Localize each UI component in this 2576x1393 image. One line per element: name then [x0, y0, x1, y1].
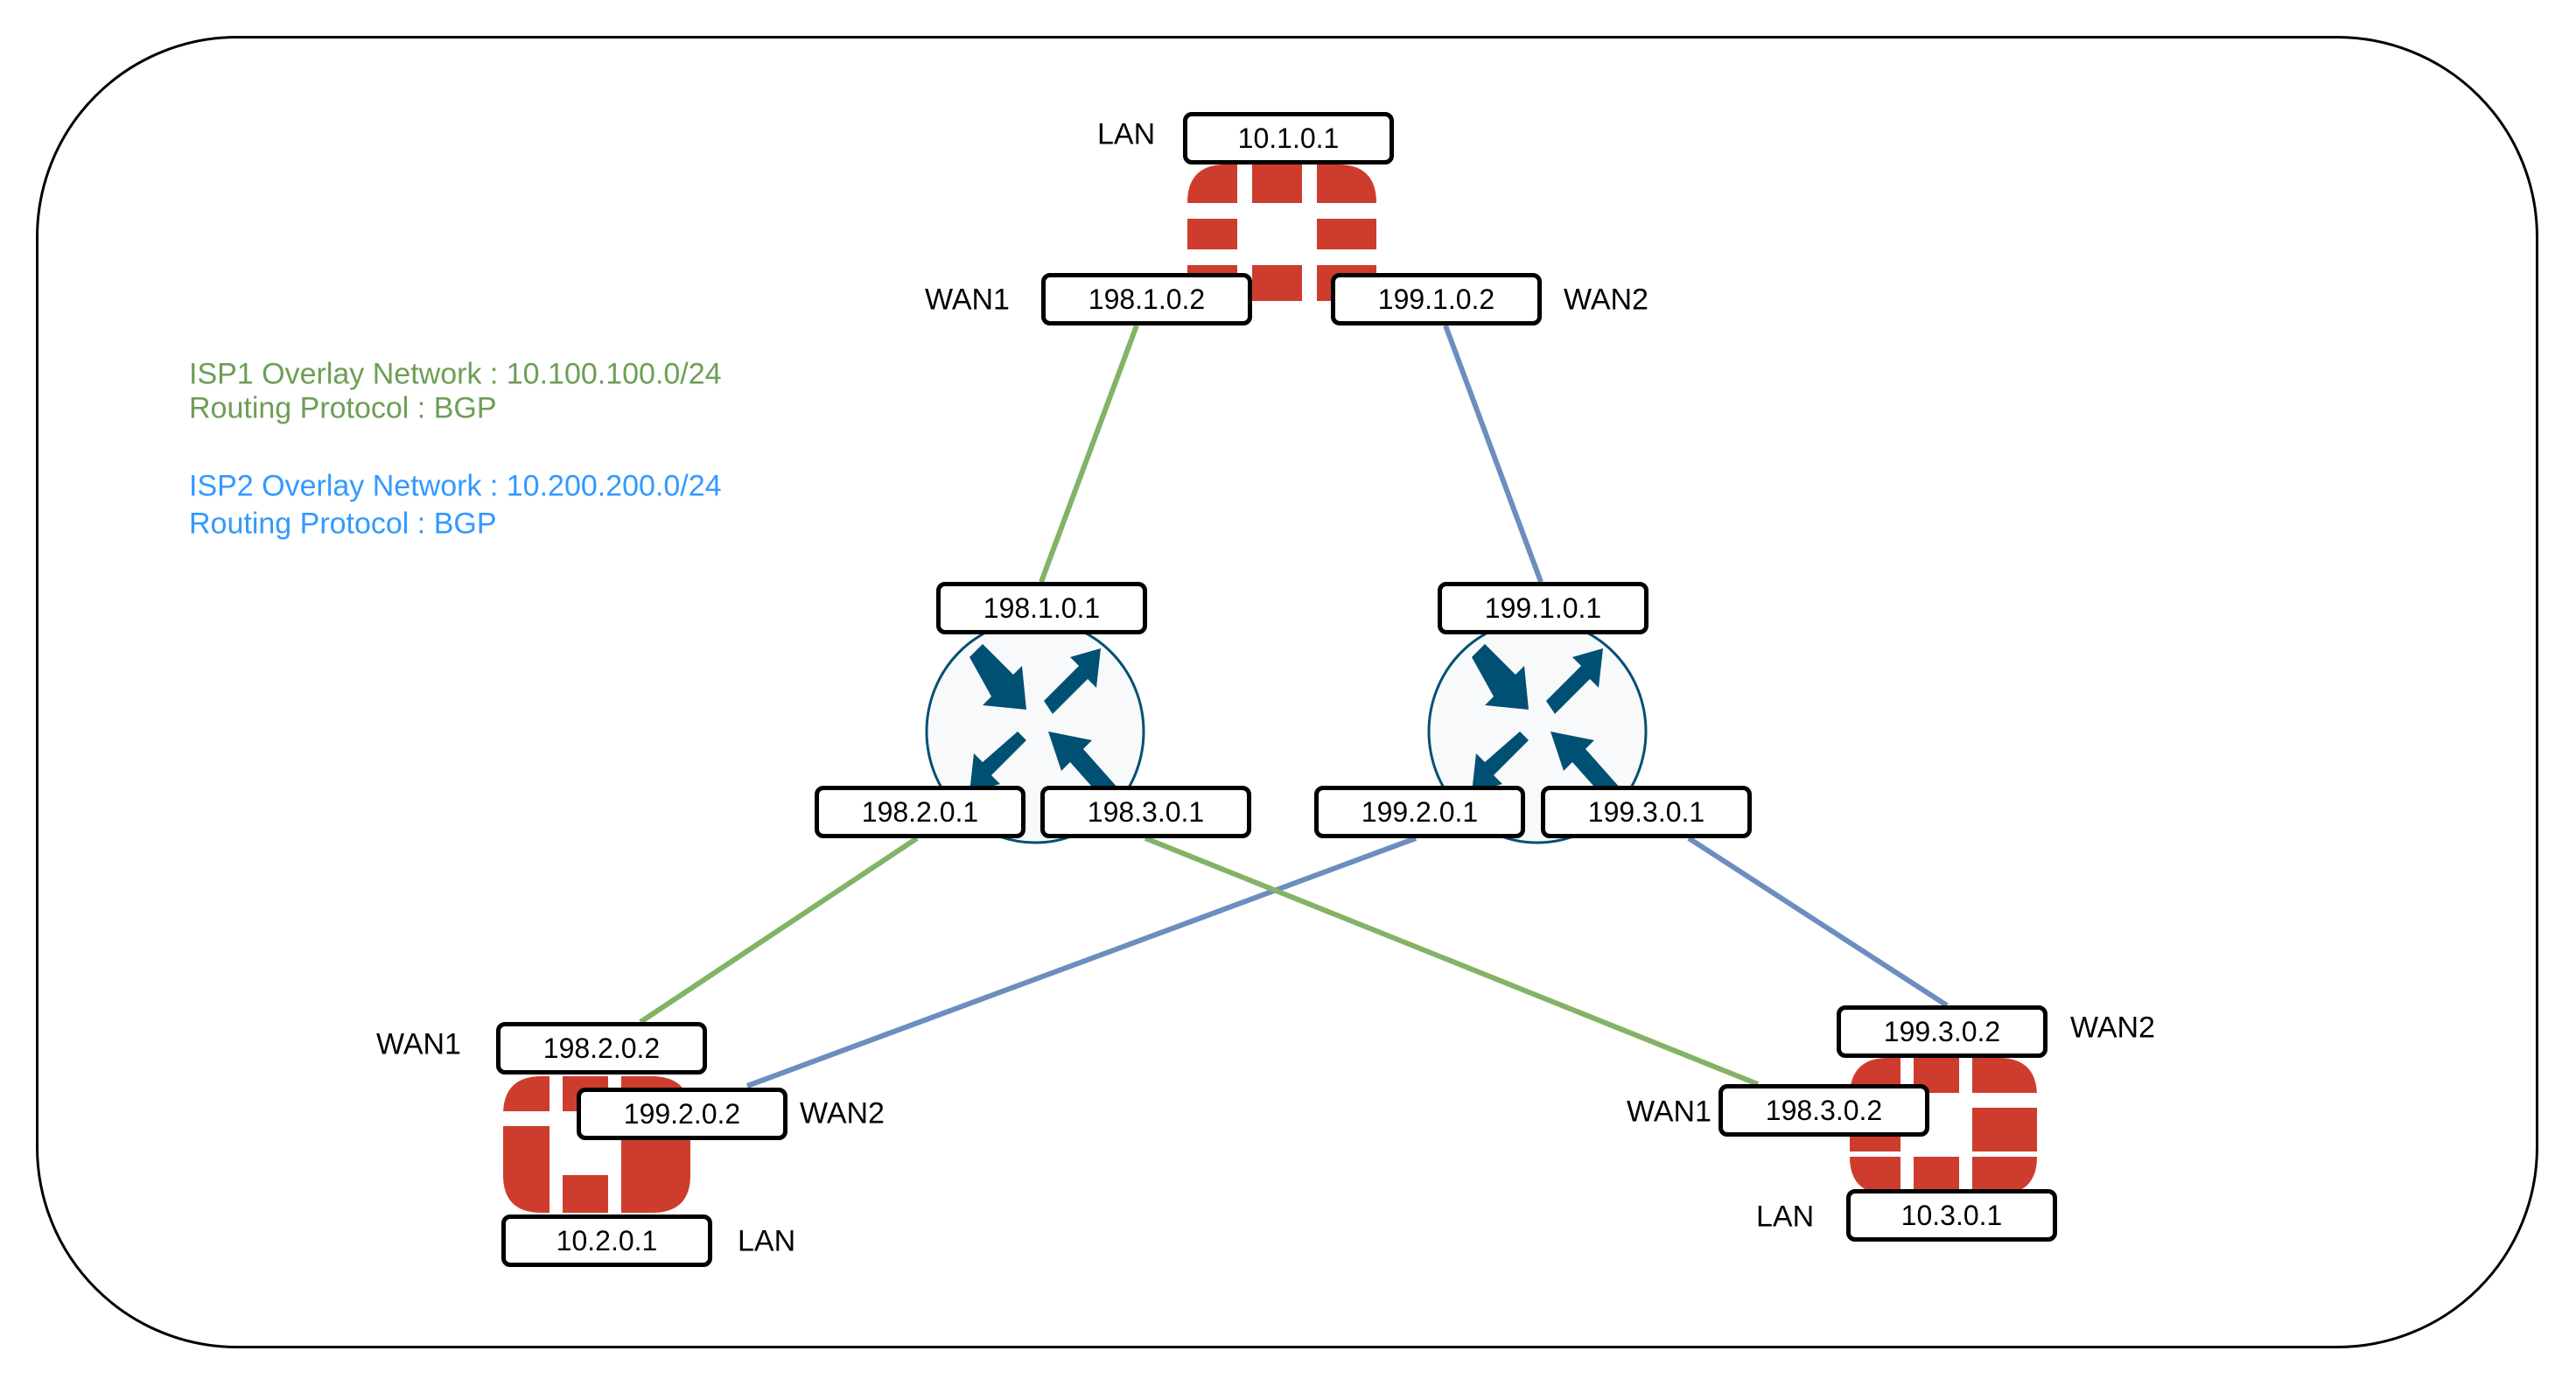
hub-lan-label: LAN — [1097, 117, 1156, 151]
spoke1-wan2-label: WAN2 — [800, 1096, 885, 1130]
hub-wan2-ip: 199.1.0.2 — [1331, 273, 1542, 326]
link-hub-wan1-isp1 — [1039, 324, 1139, 584]
isp2-router-hub-ip: 199.1.0.1 — [1438, 582, 1648, 634]
spoke2-wan1-ip: 198.3.0.2 — [1718, 1084, 1929, 1137]
spoke2-wan2-label: WAN2 — [2070, 1011, 2155, 1045]
spoke1-lan-ip: 10.2.0.1 — [501, 1214, 712, 1267]
spoke2-lan-label: LAN — [1756, 1200, 1815, 1234]
legend-isp2-protocol: Routing Protocol : BGP — [189, 507, 497, 541]
isp1-router-spoke2-ip: 198.3.0.1 — [1040, 786, 1251, 838]
hub-firewall-icon — [1187, 164, 1376, 301]
link-isp1-spoke2-wan1 — [1144, 836, 1760, 1087]
hub-wan2-label: WAN2 — [1564, 283, 1648, 317]
hub-wan1-ip: 198.1.0.2 — [1041, 273, 1252, 326]
spoke1-wan1-label: WAN1 — [376, 1027, 461, 1061]
isp2-router-spoke1-ip: 199.2.0.1 — [1314, 786, 1525, 838]
link-hub-wan2-isp2 — [1443, 324, 1544, 584]
spoke2-lan-ip: 10.3.0.1 — [1846, 1189, 2057, 1242]
diagram-frame — [36, 36, 2538, 1348]
isp1-router-spoke1-ip: 198.2.0.1 — [815, 786, 1026, 838]
spoke1-wan2-ip: 199.2.0.2 — [577, 1088, 788, 1140]
link-isp2-spoke2-wan2 — [1687, 836, 1949, 1008]
legend-isp2-network: ISP2 Overlay Network : 10.200.200.0/24 — [189, 469, 722, 503]
spoke2-wan1-label: WAN1 — [1627, 1095, 1712, 1129]
link-isp2-spoke1-wan2 — [746, 836, 1418, 1088]
legend-isp1-protocol: Routing Protocol : BGP — [189, 391, 497, 425]
spoke1-lan-label: LAN — [738, 1224, 796, 1258]
spoke2-wan2-ip: 199.3.0.2 — [1837, 1005, 2048, 1058]
isp1-router-hub-ip: 198.1.0.1 — [936, 582, 1147, 634]
spoke1-wan1-ip: 198.2.0.2 — [496, 1022, 707, 1074]
isp2-router-spoke2-ip: 199.3.0.1 — [1541, 786, 1752, 838]
legend-isp1-network: ISP1 Overlay Network : 10.100.100.0/24 — [189, 357, 722, 391]
link-isp1-spoke1-wan1 — [639, 836, 919, 1025]
hub-wan1-label: WAN1 — [925, 283, 1010, 317]
hub-lan-ip: 10.1.0.1 — [1183, 112, 1394, 164]
